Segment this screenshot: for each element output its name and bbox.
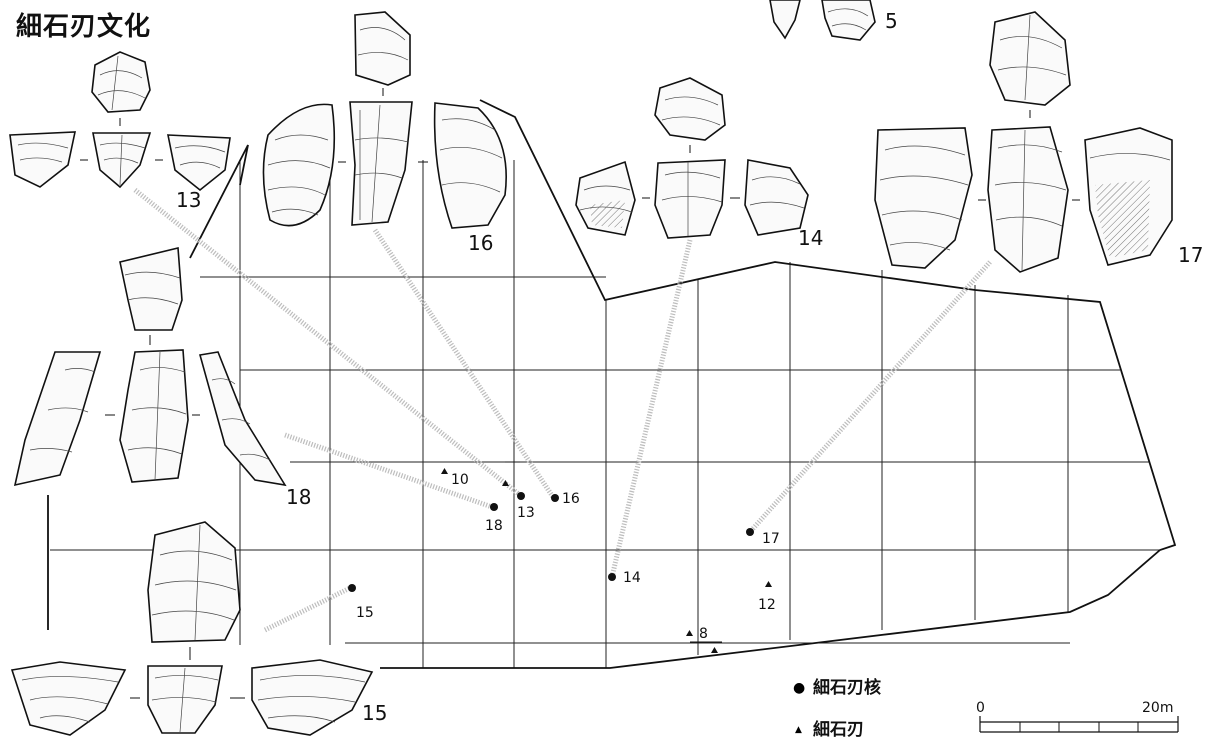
figure-label-13: 13 xyxy=(176,188,201,212)
figure-label-16: 16 xyxy=(468,231,493,255)
core-point xyxy=(517,492,525,500)
figure-label-17: 17 xyxy=(1178,243,1203,267)
figure-label-14: 14 xyxy=(798,226,823,250)
leader-lines xyxy=(133,188,992,633)
artifact-14-drawing xyxy=(575,77,809,239)
core-point xyxy=(608,573,616,581)
core-point-label: 13 xyxy=(517,505,535,521)
blade-point xyxy=(441,468,448,474)
excavation-grid xyxy=(50,160,1160,668)
artifact-17-drawing xyxy=(874,11,1173,273)
core-point-label: 14 xyxy=(623,570,641,586)
legend-blade-symbol: ▲ xyxy=(795,725,802,735)
scale-end-label: 20m xyxy=(1142,700,1173,716)
legend-core-symbol: ● xyxy=(793,680,805,696)
view-connectors xyxy=(80,88,1080,699)
legend-core-label: 細石刃核 xyxy=(813,677,881,698)
blade-point-label: 12 xyxy=(758,597,776,613)
core-point-label: 17 xyxy=(762,531,780,547)
artifact-15-drawing xyxy=(10,521,374,736)
legend-blade-label: 細石刃 xyxy=(813,719,864,738)
figure-label-15: 15 xyxy=(362,701,387,725)
core-point-label: 15 xyxy=(356,605,374,621)
artifact-16-drawing xyxy=(262,11,507,229)
legend: ● 細石刃核 ▲ 細石刃 xyxy=(793,677,881,738)
core-point xyxy=(551,494,559,502)
core-point xyxy=(490,503,498,511)
excavation-boundary xyxy=(189,99,1177,669)
artifact-13-drawing xyxy=(9,51,231,192)
blade-point xyxy=(502,480,509,486)
scale-start-label: 0 xyxy=(976,700,985,716)
figure-label-5: 5 xyxy=(885,9,898,33)
figure-label-18: 18 xyxy=(286,485,311,509)
blade-points: 10 8 12 xyxy=(441,468,776,653)
artifact-5-drawing xyxy=(769,0,876,41)
blade-point xyxy=(765,581,772,587)
core-point xyxy=(348,584,356,592)
blade-point-label: 8 xyxy=(699,626,708,642)
core-points: 18 13 16 15 14 17 xyxy=(348,491,780,621)
core-point-label: 18 xyxy=(485,518,503,534)
core-point-label: 16 xyxy=(562,491,580,507)
blade-point xyxy=(686,630,693,636)
blade-point xyxy=(711,647,718,653)
artifact-18-drawing xyxy=(13,247,287,487)
page-title: 細石刃文化 xyxy=(16,12,152,42)
scale-bar: 0 20m xyxy=(976,700,1179,733)
core-point xyxy=(746,528,754,536)
blade-point-label: 10 xyxy=(451,472,469,488)
